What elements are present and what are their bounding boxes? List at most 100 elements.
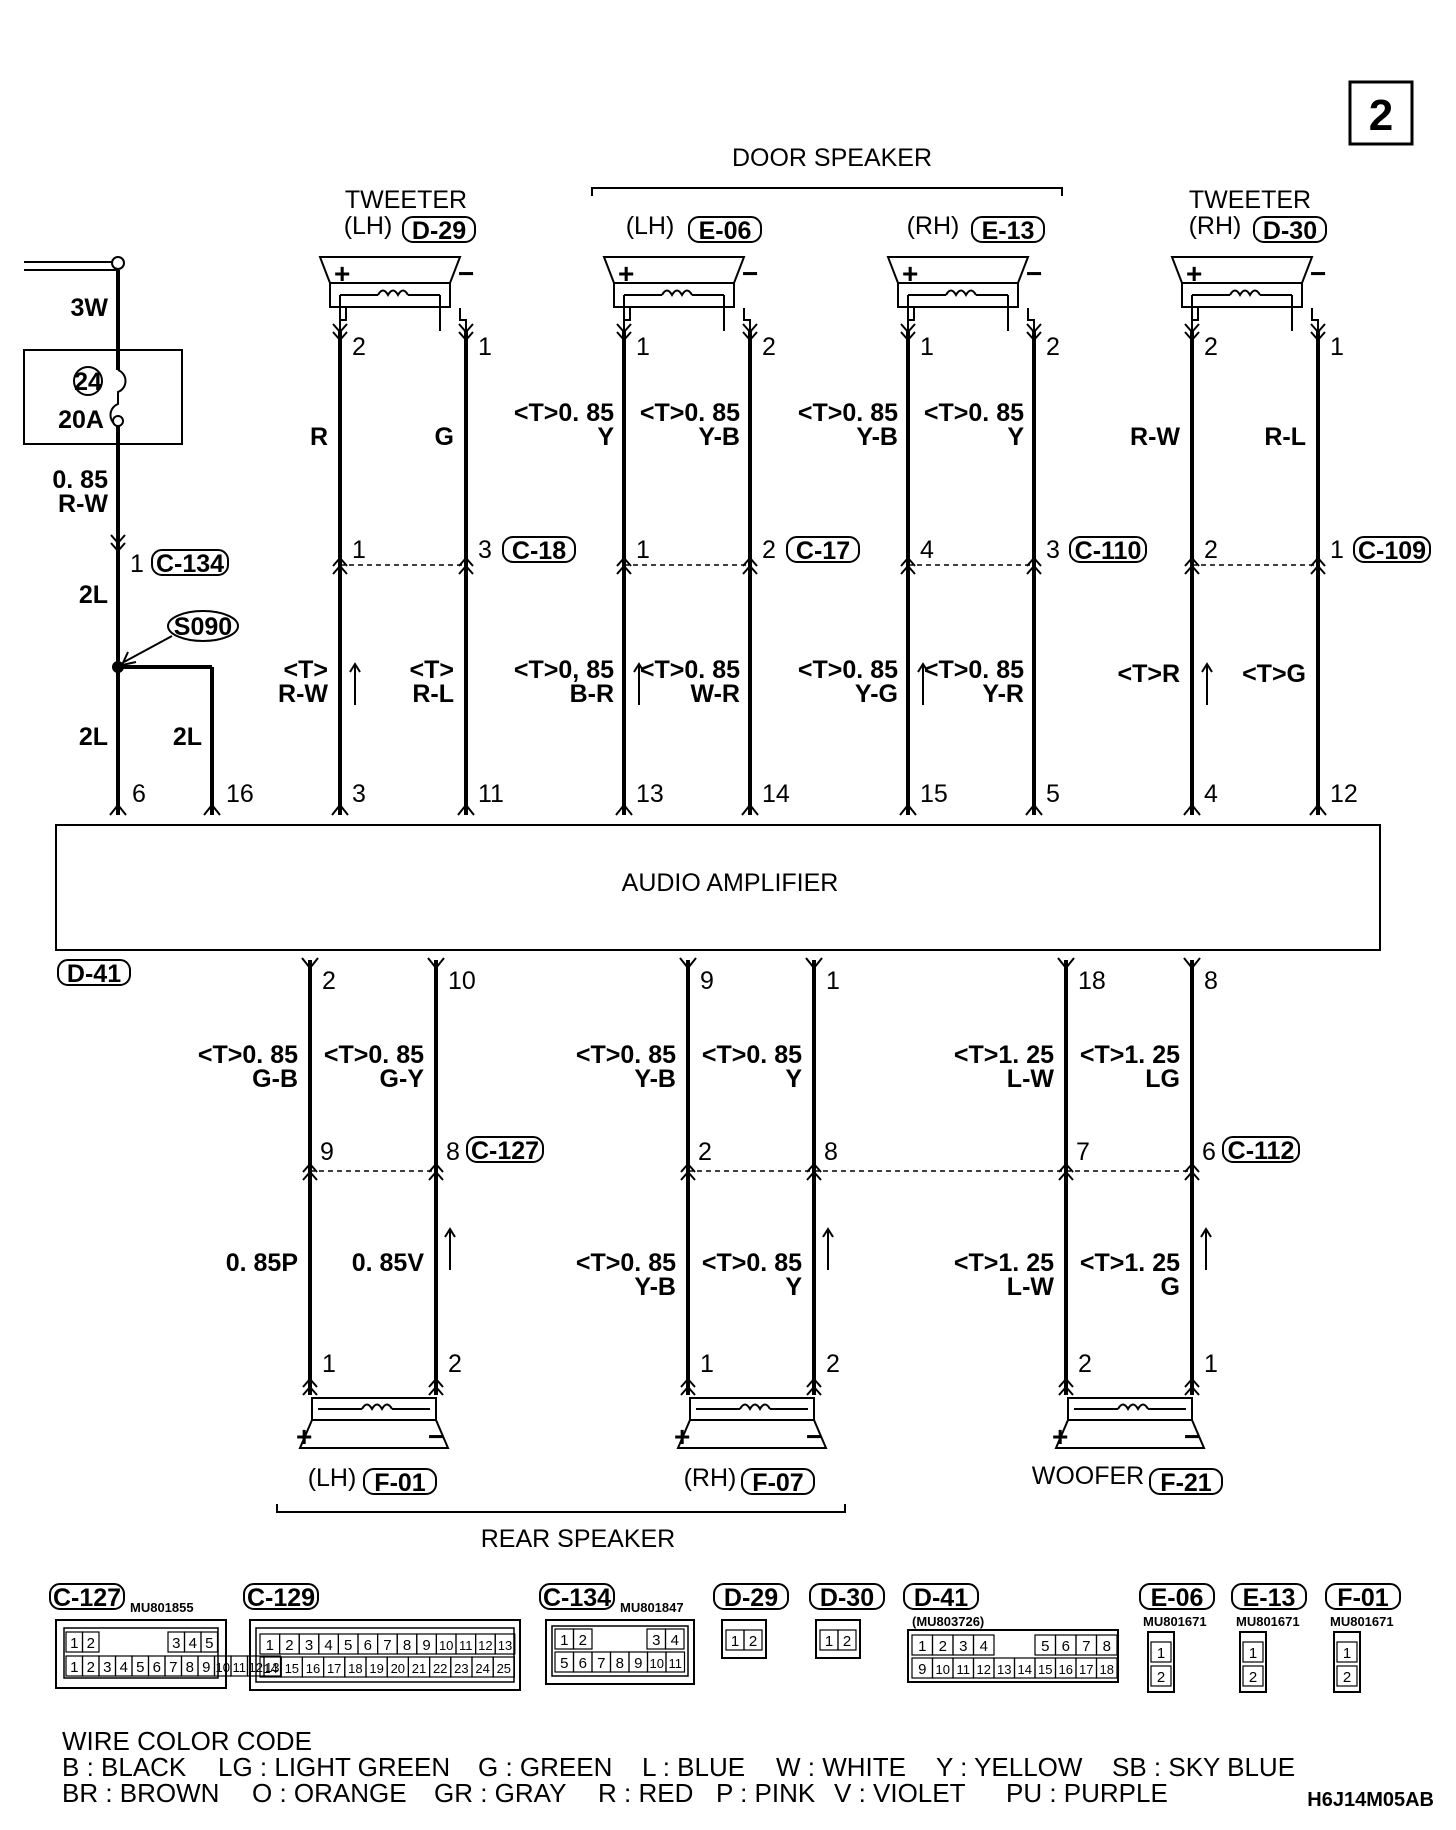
connector-pin: 2 — [1249, 1669, 1257, 1686]
c112-pin-6: 6 — [1202, 1138, 1216, 1166]
connector-pin: 4 — [980, 1638, 988, 1655]
wire-u4b: Y — [785, 1065, 802, 1093]
amp-pin-8: 8 — [1204, 967, 1218, 995]
wire-v2: 0. 85V — [352, 1249, 425, 1277]
wire-u5a: <T>1. 25 — [954, 1041, 1054, 1069]
wire-d1a: <T>0. 85 — [514, 399, 614, 427]
wire-v6a: <T>1. 25 — [1080, 1249, 1180, 1277]
face-d41-part: (MU803726) — [912, 1614, 984, 1629]
face-c129-id: C-129 — [247, 1584, 315, 1612]
connector-pin: 2 — [87, 1635, 95, 1652]
connector-pin: 1 — [1157, 1645, 1165, 1662]
svg-text:+: + — [1186, 258, 1202, 289]
connector-pin: 7 — [169, 1659, 177, 1676]
connector-pin: 5 — [136, 1659, 144, 1676]
wire-l7: <T>R — [1117, 660, 1180, 688]
connector-pin: 1 — [825, 1633, 833, 1650]
wire-u4a: <T>0. 85 — [702, 1041, 802, 1069]
connector-pin: 16 — [1059, 1662, 1073, 1677]
c109-pin-a: 2 — [1204, 536, 1218, 564]
wire-l6a: <T>0. 85 — [924, 656, 1024, 684]
connector-pin: 19 — [369, 1661, 383, 1676]
door-speaker-label: DOOR SPEAKER — [732, 144, 932, 172]
wire-l3a: <T>0, 85 — [514, 656, 614, 684]
amp-pin-6: 6 — [132, 780, 146, 808]
connector-pin: 2 — [579, 1632, 587, 1649]
face-f01-id: F-01 — [1337, 1584, 1389, 1612]
pin-t2m: 2 — [762, 333, 776, 361]
svg-text:−: − — [428, 1421, 444, 1452]
wire-color-entry: BR : BROWN — [62, 1778, 219, 1808]
connector-pin: 3 — [103, 1659, 111, 1676]
wire-l4a: <T>0. 85 — [640, 656, 740, 684]
wire-color-entry: R : RED — [598, 1778, 693, 1808]
svg-text:−: − — [1026, 258, 1042, 289]
wire-2l-a: 2L — [79, 581, 108, 609]
face-d41-id: D-41 — [914, 1584, 968, 1612]
wire-color-entry: W : WHITE — [776, 1752, 906, 1782]
pin-t1m: 1 — [478, 333, 492, 361]
connector-pin: 13 — [265, 1660, 279, 1675]
fuse-number: 24 — [74, 368, 102, 396]
c110-pin-a: 4 — [920, 536, 934, 564]
connector-pin: 10 — [439, 1638, 453, 1653]
connector-pin: 25 — [497, 1661, 511, 1676]
amp-pin-18: 18 — [1078, 967, 1106, 995]
face-e13-id: E-13 — [1243, 1584, 1296, 1612]
wire-v4a: <T>0. 85 — [702, 1249, 802, 1277]
connector-pin: 2 — [1343, 1669, 1351, 1686]
connector-pin: 7 — [1082, 1638, 1090, 1655]
c112-pin-7: 7 — [1076, 1138, 1090, 1166]
connector-pin: 10 — [650, 1656, 664, 1671]
connector-pin: 5 — [344, 1637, 352, 1654]
wire-l4b: W-R — [691, 680, 740, 708]
wire-l6b: Y-R — [982, 680, 1024, 708]
wire-g: G — [435, 423, 454, 451]
tweeter-lh-conn: D-29 — [412, 217, 466, 245]
connector-pin: 1 — [1249, 1645, 1257, 1662]
svg-text:+: + — [674, 1421, 690, 1452]
connector-pin: 13 — [498, 1638, 512, 1653]
connector-pin: 2 — [1157, 1669, 1165, 1686]
wire-3w: 3W — [71, 294, 109, 322]
connector-pin: 1 — [918, 1638, 926, 1655]
connector-pin: 3 — [652, 1632, 660, 1649]
wire-d2a: <T>0. 85 — [640, 399, 740, 427]
splice-s090: S090 — [174, 613, 232, 641]
spk-f01-pin-1: 1 — [322, 1350, 336, 1378]
connector-pin: 5 — [1041, 1638, 1049, 1655]
tweeter-lh-title: TWEETER — [345, 186, 467, 214]
rear-lh-conn: F-01 — [374, 1469, 426, 1497]
woofer-pin-2: 2 — [1078, 1350, 1092, 1378]
connector-pin: 11 — [233, 1660, 247, 1675]
wire-color-code-title: WIRE COLOR CODE — [62, 1726, 312, 1756]
connector-pin: 15 — [1038, 1662, 1052, 1677]
wire-v5b: L-W — [1007, 1273, 1055, 1301]
face-f01-part: MU801671 — [1330, 1614, 1394, 1629]
svg-text:−: − — [806, 1421, 822, 1452]
connector-pin: 24 — [475, 1661, 489, 1676]
wire-l2b: R-L — [412, 680, 454, 708]
svg-text:+: + — [618, 258, 634, 289]
connector-pin: 1 — [1343, 1645, 1351, 1662]
rear-lh-side: (LH) — [308, 1464, 357, 1492]
connector-pin: 9 — [202, 1659, 210, 1676]
door-lh-side: (LH) — [626, 212, 675, 240]
connector-pin: 18 — [348, 1661, 362, 1676]
wire-2l-c: 2L — [173, 723, 202, 751]
pin-t4p: 2 — [1204, 333, 1218, 361]
amp-pin-14: 14 — [762, 780, 790, 808]
wire-d4a: <T>0. 85 — [924, 399, 1024, 427]
pin-t3p: 1 — [920, 333, 934, 361]
connector-pin: 22 — [433, 1661, 447, 1676]
connector-pin: 7 — [383, 1637, 391, 1654]
connector-pin: 4 — [120, 1659, 128, 1676]
connector-pin: 11 — [957, 1662, 971, 1677]
wire-color-entry: GR : GRAY — [434, 1778, 566, 1808]
rear-speaker-label: REAR SPEAKER — [481, 1525, 676, 1553]
wire-d3a: <T>0. 85 — [798, 399, 898, 427]
connector-pin: 10 — [216, 1660, 230, 1675]
connector-pin: 2 — [843, 1633, 851, 1650]
connector-pin: 4 — [671, 1632, 679, 1649]
connector-pin: 4 — [324, 1637, 332, 1654]
